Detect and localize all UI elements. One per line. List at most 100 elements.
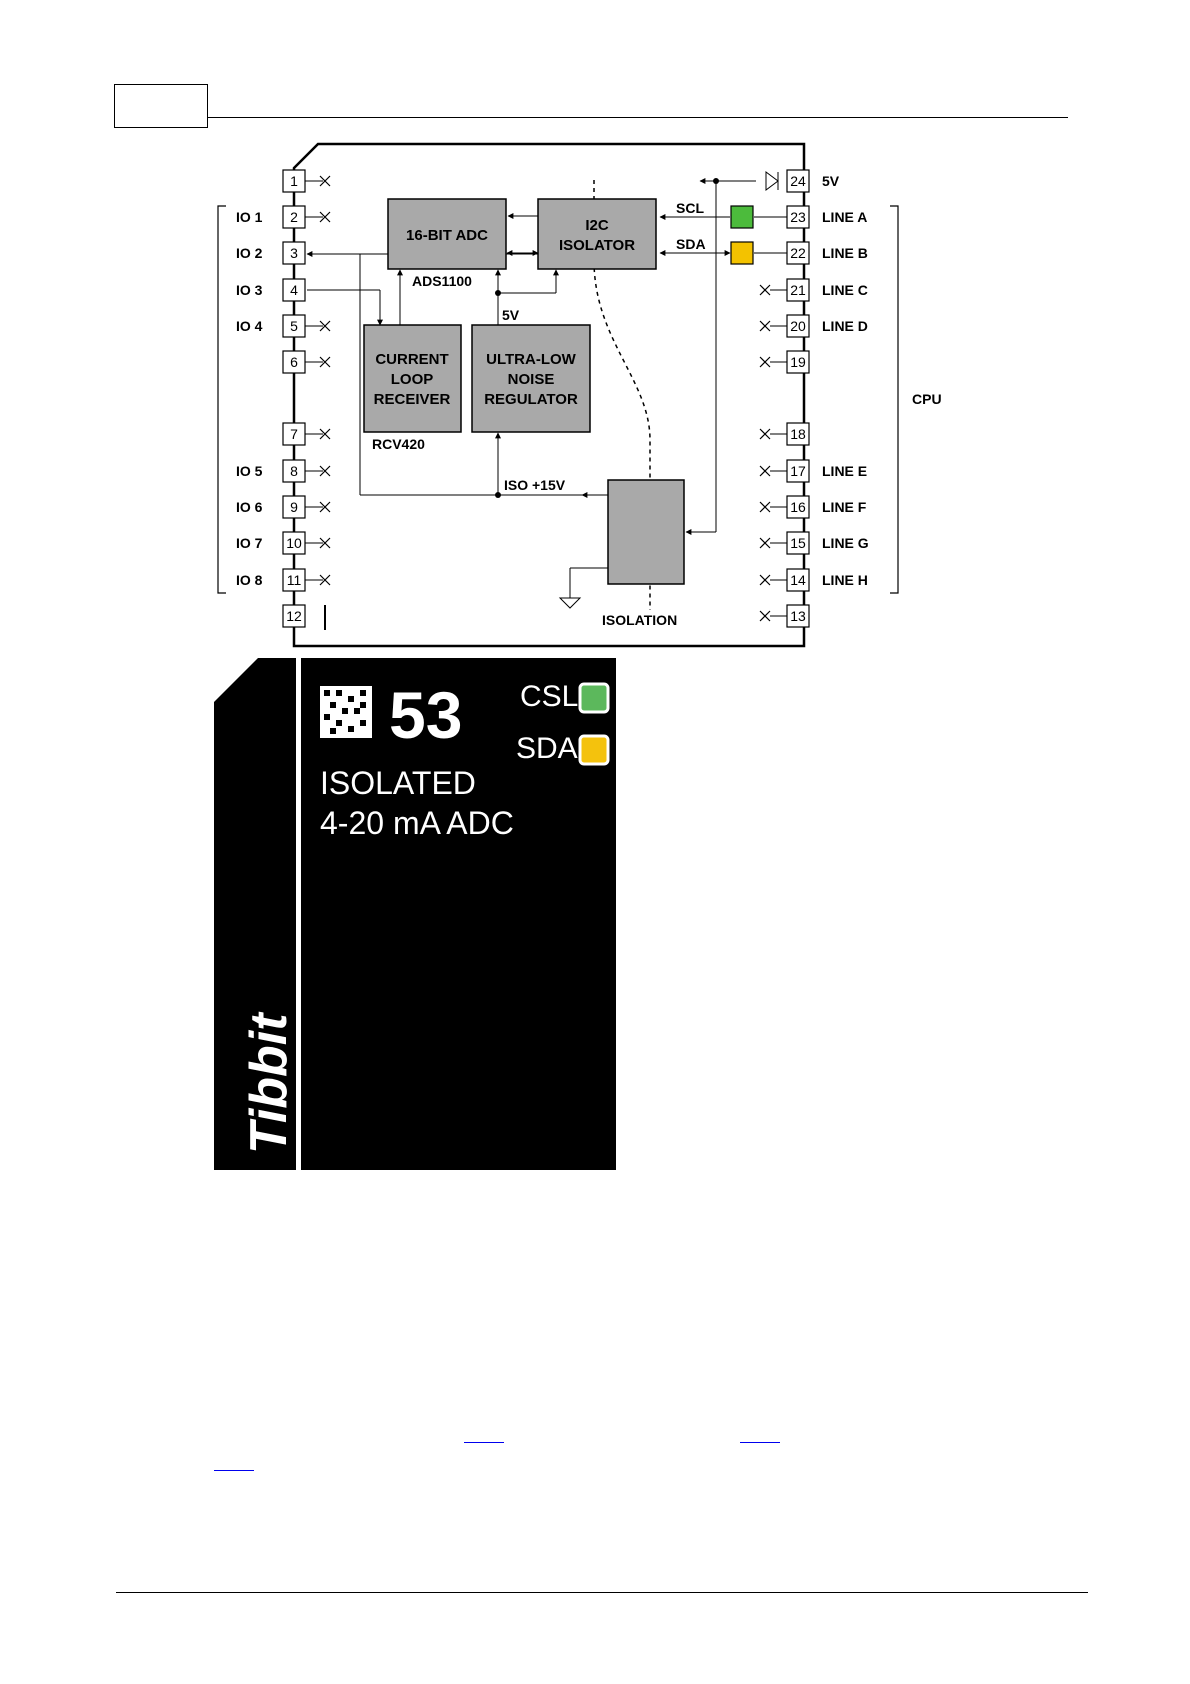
no-connect-icon — [319, 320, 331, 332]
no-connect-icon — [759, 284, 771, 296]
isolator-block — [537, 198, 657, 270]
pin-number-12: 12 — [286, 608, 302, 624]
pin-number-7: 7 — [290, 426, 298, 442]
adc-part: ADS1100 — [412, 273, 472, 289]
pin-number-9: 9 — [290, 499, 298, 515]
receiver-label-1: CURRENT — [375, 351, 448, 368]
regulator-label-1: ULTRA-LOW — [486, 351, 577, 368]
pin-number-1: 1 — [290, 173, 298, 189]
no-connect-icon — [319, 211, 331, 223]
line-label-24: 5V — [822, 173, 840, 189]
adc-block — [387, 198, 507, 270]
pin-number-17: 17 — [790, 463, 806, 479]
no-connect-icon — [759, 537, 771, 549]
isolation-line — [593, 180, 651, 610]
page-number-box — [114, 84, 208, 128]
line-label-14: LINE H — [822, 572, 868, 588]
pin-number-14: 14 — [790, 572, 806, 588]
io-label-2: IO 1 — [236, 209, 263, 225]
io-label-11: IO 8 — [236, 572, 263, 588]
no-connect-icon — [759, 356, 771, 368]
transformer-block — [607, 479, 685, 585]
io-bracket — [217, 205, 226, 594]
no-connect-icon — [759, 320, 771, 332]
no-connect-icon — [319, 537, 331, 549]
pin-number-24: 24 — [790, 173, 806, 189]
io-label-9: IO 6 — [236, 499, 263, 515]
pin-number-21: 21 — [790, 282, 806, 298]
receiver-label-2: LOOP — [391, 371, 434, 388]
tibbit-label-card: 53 CSL SDA ISOLATED 4-20 mA ADC Tibbit — [214, 658, 616, 1170]
line-label-15: LINE G — [822, 535, 869, 551]
card-title-line-1: ISOLATED — [320, 765, 476, 801]
no-connect-icon — [759, 574, 771, 586]
regulator-label-3: REGULATOR — [484, 391, 578, 408]
card-title-line-2: 4-20 mA ADC — [320, 805, 514, 841]
no-connect-icon — [319, 574, 331, 586]
pin-number-16: 16 — [790, 499, 806, 515]
io-label-3: IO 2 — [236, 245, 263, 261]
csl-label: CSL — [520, 680, 578, 713]
board-outline — [292, 142, 806, 648]
no-connect-icon — [319, 465, 331, 477]
pin-box-23 — [786, 205, 810, 229]
line-label-21: LINE C — [822, 282, 868, 298]
pin-number-18: 18 — [790, 426, 806, 442]
line-label-17: LINE E — [822, 463, 867, 479]
isolator-label-1: I2C — [585, 217, 609, 234]
line-label-22: LINE B — [822, 245, 868, 261]
line-label-23: LINE A — [822, 209, 867, 225]
isolation-label: ISOLATION — [602, 612, 677, 628]
cpu-label: CPU — [912, 391, 942, 407]
receiver-block — [363, 324, 462, 433]
io-label-4: IO 3 — [236, 282, 263, 298]
doc-link-1[interactable] — [464, 1422, 504, 1443]
scl-led-green — [730, 205, 754, 229]
pin-number-22: 22 — [790, 245, 806, 261]
no-connect-icon — [319, 356, 331, 368]
pin-box-3 — [282, 241, 306, 265]
no-connect-icon — [319, 175, 331, 187]
no-connect-icon — [759, 610, 771, 622]
pin-number-4: 4 — [290, 282, 298, 298]
footer-rule — [116, 1592, 1088, 1593]
no-connect-icon — [319, 428, 331, 440]
pin-number-19: 19 — [790, 354, 806, 370]
no-connect-icon — [759, 501, 771, 513]
doc-link-2[interactable] — [740, 1422, 780, 1443]
pin-number-2: 2 — [290, 209, 298, 225]
pin-number-15: 15 — [790, 535, 806, 551]
tibbit-brand: Tibbit — [240, 1011, 298, 1154]
regulator-label-2: NOISE — [508, 371, 555, 388]
regulator-block — [471, 324, 591, 433]
io-label-5: IO 4 — [236, 318, 263, 334]
pin-number-10: 10 — [286, 535, 302, 551]
receiver-part: RCV420 — [372, 436, 425, 452]
five-volt-label: 5V — [502, 307, 520, 323]
sda-card-label: SDA — [516, 732, 578, 765]
doc-link-3[interactable] — [214, 1450, 254, 1471]
line-label-16: LINE F — [822, 499, 867, 515]
pin-box-22 — [786, 241, 810, 265]
header-rule — [208, 117, 1068, 118]
no-connect-icon — [759, 428, 771, 440]
receiver-label-3: RECEIVER — [374, 391, 451, 408]
pin-number-5: 5 — [290, 318, 298, 334]
pin-box-4 — [282, 278, 306, 302]
pin-box-24 — [786, 169, 810, 193]
no-connect-icon — [319, 501, 331, 513]
adc-label: 16-BIT ADC — [406, 227, 488, 244]
pin-number-20: 20 — [790, 318, 806, 334]
tibbit-number: 53 — [389, 678, 462, 752]
datamatrix-icon — [320, 686, 372, 738]
csl-led-icon — [578, 682, 610, 714]
pin-number-11: 11 — [287, 572, 302, 588]
io-label-10: IO 7 — [236, 535, 263, 551]
scl-label: SCL — [676, 200, 704, 216]
sda-led-icon — [578, 734, 610, 766]
pin-number-3: 3 — [290, 245, 298, 261]
pin-number-13: 13 — [790, 608, 806, 624]
io-label-8: IO 5 — [236, 463, 263, 479]
